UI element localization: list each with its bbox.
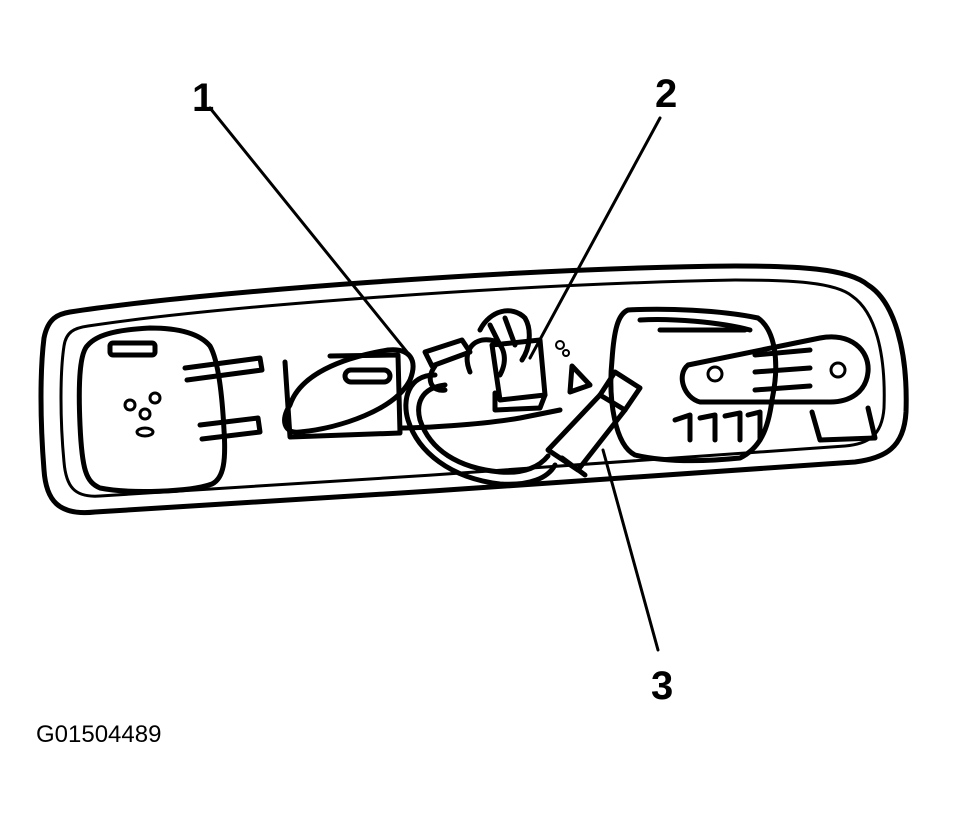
figure-id: G01504489	[36, 721, 162, 748]
callout-label-2: 2	[655, 72, 678, 116]
left-socket	[76, 325, 265, 494]
callout-label-3: 3	[651, 664, 674, 708]
right-connector	[608, 306, 878, 464]
housing-outer-outline	[38, 263, 909, 516]
leader-line-2	[528, 116, 662, 360]
leader-line-1	[208, 106, 409, 354]
leader-line-3	[601, 448, 660, 652]
bulb	[464, 308, 593, 413]
callout-label-1: 1	[192, 76, 215, 120]
housing-inner-outline	[59, 278, 886, 498]
wire-harness	[403, 337, 643, 487]
